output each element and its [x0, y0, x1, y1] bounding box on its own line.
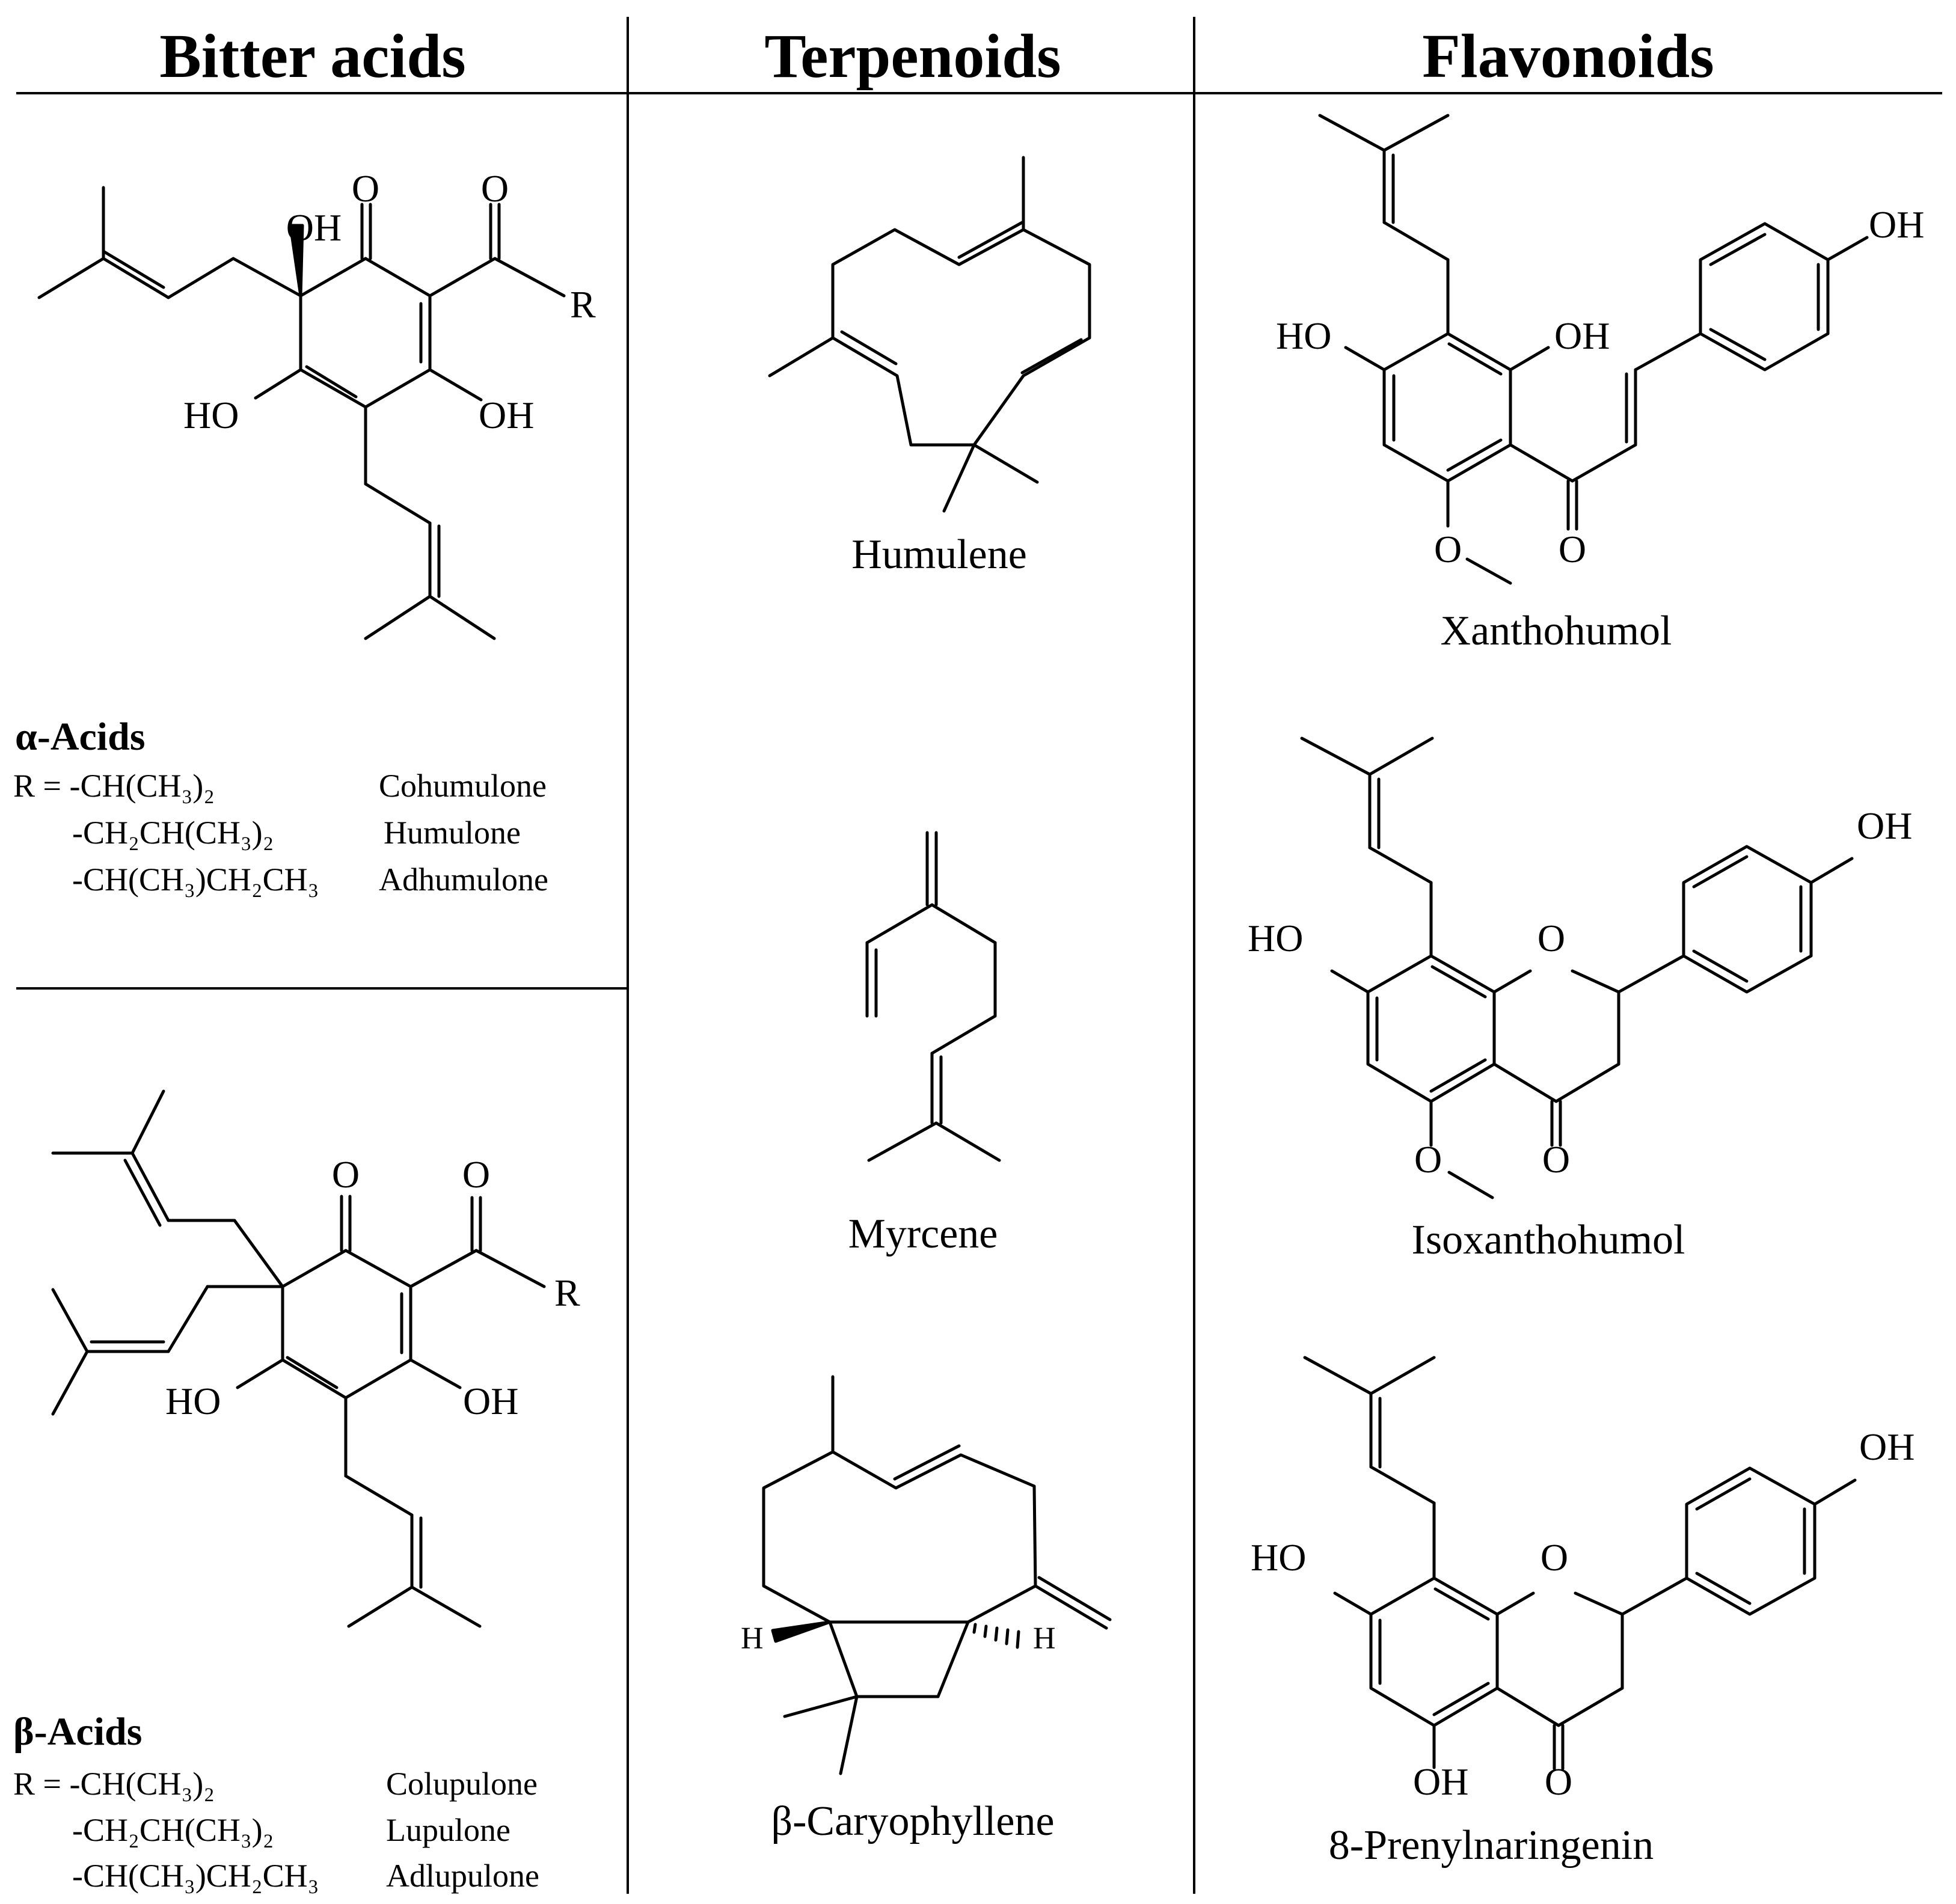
beta-acid-structure [51, 1089, 546, 1628]
header-bitter-acids: Bitter acids [159, 22, 465, 91]
beta-acid-atom-labels: O O R HO OH [165, 1153, 580, 1422]
atom-oh: OH [1857, 804, 1912, 847]
atom-o: O [462, 1153, 490, 1196]
atom-oh: OH [1554, 314, 1610, 357]
atom-oh: OH [463, 1380, 518, 1422]
atom-o: O [1541, 1536, 1568, 1579]
atom-o: O [332, 1153, 360, 1196]
atom-oh: OH [479, 394, 534, 436]
header-terpenoids: Terpenoids [764, 22, 1061, 91]
atom-ho: HO [165, 1380, 221, 1422]
alpha-compound-name: Cohumulone [379, 768, 547, 804]
xanthohumol-label: Xanthohumol [1441, 608, 1672, 654]
atom-o: O [1542, 1138, 1570, 1181]
xanthohumol-structure [1318, 114, 1869, 585]
alpha-acid-structure [37, 186, 566, 640]
caryophyllene-structure [762, 1375, 1112, 1775]
atom-oh: OH [286, 206, 342, 249]
humulene-label: Humulene [851, 531, 1027, 578]
xanthohumol-atom-labels: HO OH O O OH [1276, 203, 1924, 571]
isoxanthohumol-structure [1300, 736, 1854, 1199]
atom-oh: OH [1859, 1425, 1915, 1468]
beta-compound-name: Colupulone [386, 1766, 538, 1802]
caryophyllene-label: β-Caryophyllene [771, 1798, 1054, 1844]
alpha-r-group: -CH(CH₃)CH₂CH₃ [72, 862, 319, 898]
beta-compound-name: Lupulone [386, 1812, 510, 1848]
prenylnaringenin-atom-labels: HO O OH O OH [1251, 1425, 1915, 1803]
prenylnaringenin-label: 8-Prenylnaringenin [1329, 1822, 1654, 1869]
alpha-r-group: R = -CH(CH₃)₂ [13, 768, 215, 804]
humulene-structure [768, 156, 1091, 513]
alpha-compound-name: Humulone [384, 815, 521, 851]
header-flavonoids: Flavonoids [1422, 22, 1714, 91]
table-grid [16, 17, 1942, 1894]
atom-ho: HO [1276, 314, 1331, 357]
atom-oh: OH [1413, 1760, 1468, 1803]
atom-oh: OH [1869, 203, 1924, 246]
isoxanthohumol-atom-labels: HO O O O OH [1248, 804, 1912, 1181]
beta-acids-title: β-Acids [13, 1710, 142, 1754]
atom-o: O [1559, 528, 1586, 571]
atom-o: O [481, 167, 509, 210]
atom-r: R [570, 283, 596, 326]
atom-h: H [741, 1621, 764, 1656]
beta-r-group: R = -CH(CH₃)₂ [13, 1766, 215, 1802]
atom-h: H [1033, 1621, 1056, 1656]
atom-ho: HO [1251, 1536, 1306, 1579]
atom-ho: HO [183, 394, 239, 436]
beta-r-group: -CH₂CH(CH₃)₂ [72, 1812, 274, 1848]
beta-compound-name: Adlupulone [386, 1858, 539, 1894]
atom-o: O [352, 167, 379, 210]
atom-ho: HO [1248, 917, 1303, 960]
atom-o: O [1434, 528, 1462, 571]
alpha-acid-atom-labels: O O OH R HO OH [183, 167, 596, 436]
atom-o: O [1414, 1138, 1442, 1181]
atom-o: O [1545, 1760, 1572, 1803]
atom-o: O [1538, 917, 1565, 960]
myrcene-structure [865, 831, 1001, 1162]
beta-r-group: -CH(CH₃)CH₂CH₃ [72, 1858, 319, 1894]
prenylnaringenin-structure [1303, 1356, 1857, 1771]
alpha-compound-name: Adhumulone [379, 862, 548, 898]
alpha-acids-title: α-Acids [15, 715, 146, 759]
myrcene-label: Myrcene [848, 1211, 998, 1257]
atom-r: R [554, 1272, 580, 1314]
alpha-r-group: -CH₂CH(CH₃)₂ [72, 815, 274, 851]
isoxanthohumol-label: Isoxanthohumol [1412, 1217, 1685, 1263]
